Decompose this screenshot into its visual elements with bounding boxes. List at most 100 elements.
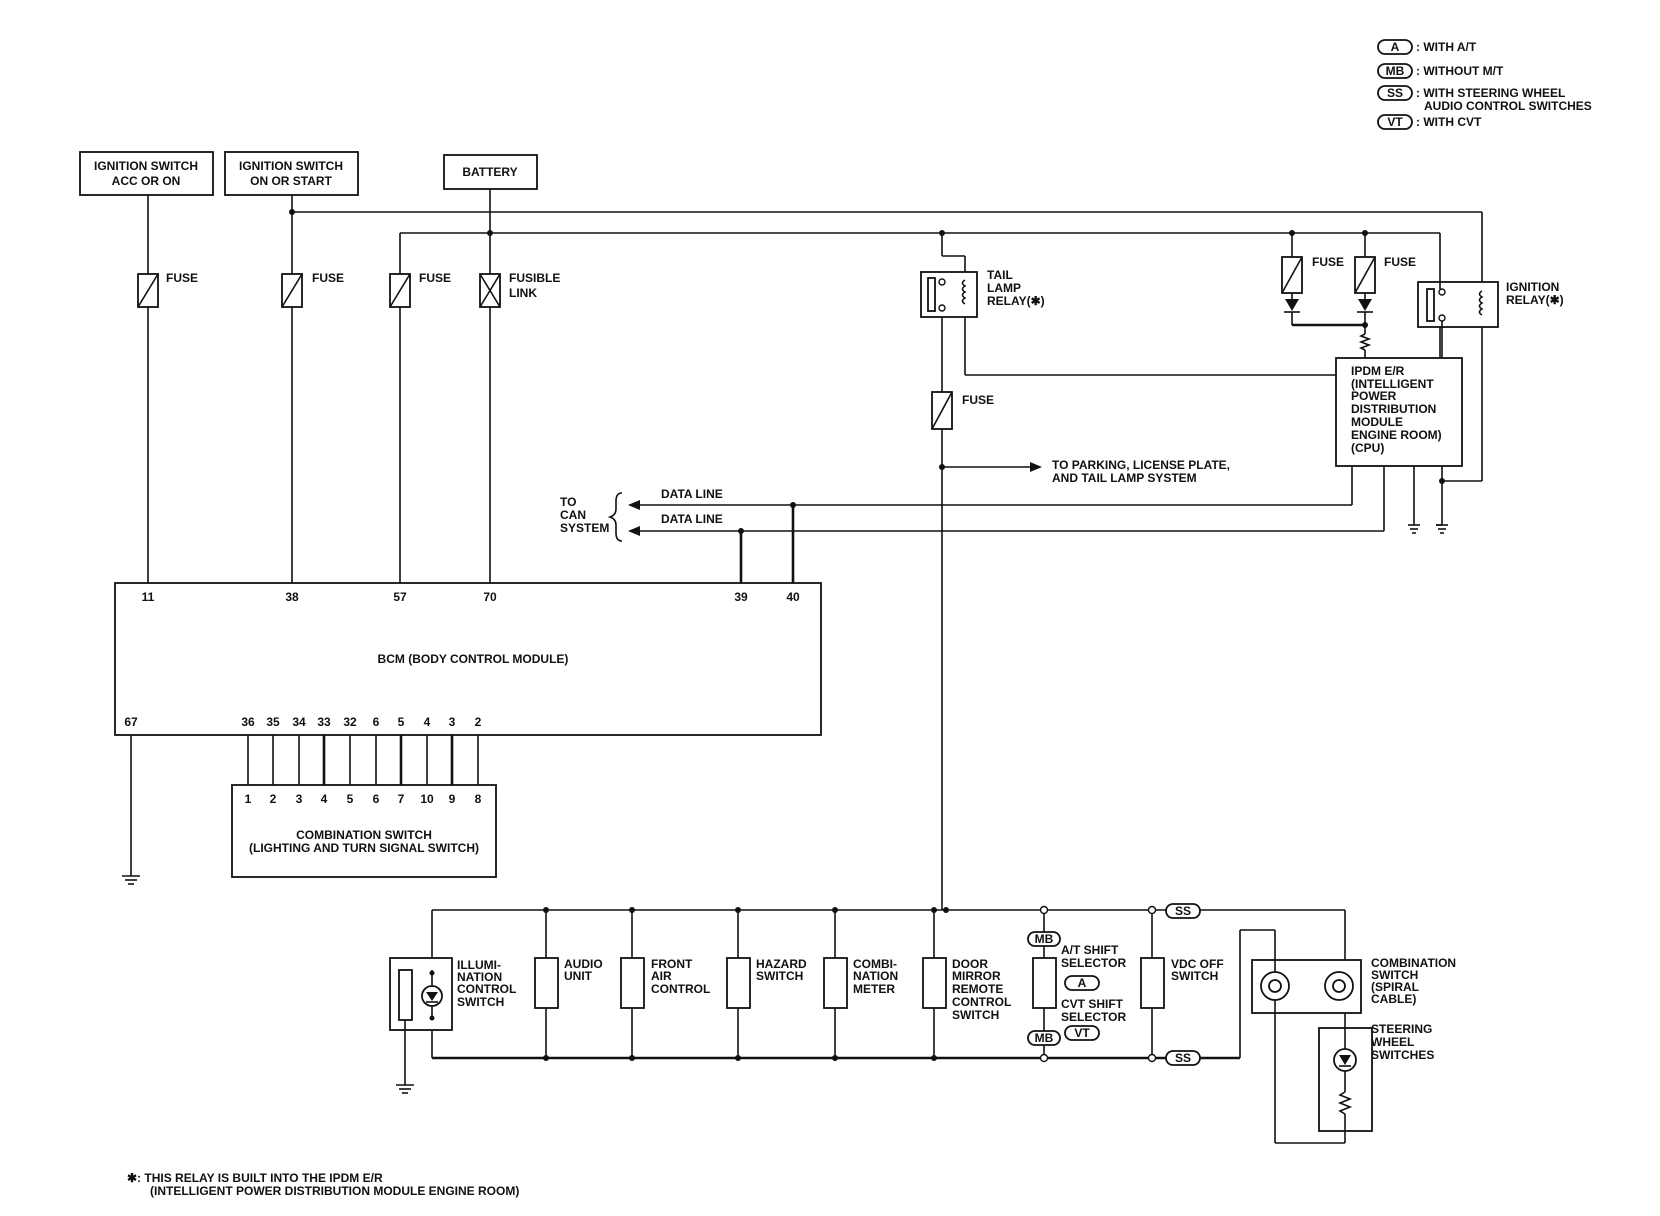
ign-on-label-1: IGNITION SWITCH: [239, 159, 343, 173]
door-mirror-label-1: MIRROR: [952, 969, 1001, 983]
spiral-label-2: (SPIRAL: [1371, 980, 1419, 994]
legend-a-code: A: [1391, 40, 1400, 54]
spiral-cable: COMBINATION SWITCH (SPIRAL CABLE) STEERI…: [1239, 910, 1456, 1144]
bcm-pin-6: 6: [373, 715, 380, 729]
ipdm-fuse-label-2: FUSE: [1384, 255, 1416, 269]
footnote-line-2: (INTELLIGENT POWER DISTRIBUTION MODULE E…: [150, 1184, 519, 1198]
ipdm: IPDM E/R (INTELLIGENT POWER DISTRIBUTION…: [1335, 327, 1463, 534]
door-mirror-label-2: REMOTE: [952, 982, 1003, 996]
ipdm-label-4: MODULE: [1351, 415, 1403, 429]
door-mirror-switch: DOOR MIRROR REMOTE CONTROL SWITCH: [922, 910, 1011, 1058]
cs-pin-4: 4: [321, 792, 328, 806]
ipdm-fuses: FUSE FUSE: [1281, 233, 1416, 358]
tail-relay-label-1: TAIL: [987, 268, 1013, 282]
bcm-pin-32: 32: [343, 715, 357, 729]
vdc-label-1: SWITCH: [1171, 969, 1218, 983]
illum-label-2: CONTROL: [457, 982, 516, 996]
bcm-pin-57: 57: [393, 590, 407, 604]
cs-pin-10: 10: [420, 792, 434, 806]
fuse-label-11: FUSE: [166, 271, 198, 285]
ign-on-label-2: ON OR START: [250, 174, 332, 188]
shift-mb-code-bottom: MB: [1035, 1031, 1054, 1045]
ignition-relay: IGNITION RELAY(✱): [1417, 270, 1564, 534]
shift-at-label-2: SELECTOR: [1061, 956, 1126, 970]
steering-label-0: STEERING: [1371, 1022, 1432, 1036]
spiral-label-1: SWITCH: [1371, 968, 1418, 982]
can-label-3: SYSTEM: [560, 521, 609, 535]
front-air-control: FRONT AIR CONTROL: [620, 910, 710, 1058]
ipdm-label-3: DISTRIBUTION: [1351, 402, 1436, 416]
tail-fuse-label: FUSE: [962, 393, 994, 407]
legend: A : WITH A/T MB : WITHOUT M/T SS : WITH …: [1377, 39, 1592, 130]
ign-relay-label-2: RELAY(✱): [1506, 293, 1564, 307]
bcm-pin-40: 40: [786, 590, 800, 604]
legend-mb-text: : WITHOUT M/T: [1416, 64, 1504, 78]
tail-relay-label-2: LAMP: [987, 281, 1021, 295]
tail-lamp-relay: TAIL LAMP RELAY(✱) FUSE TO PARKING, LICE…: [920, 233, 1336, 910]
combination-switch: 1 2 3 4 5 6 7 10 9 8 COMBINATION SWITCH …: [231, 784, 497, 878]
bcm-fuses: FUSE FUSE FUSE FUSIBLE LINK: [137, 195, 560, 583]
shift-selector: MB MB A/T SHIFT SELECTOR A CVT SHIFT SEL…: [1027, 914, 1126, 1054]
fuse-label-57: FUSE: [419, 271, 451, 285]
bcm-title: BCM (BODY CONTROL MODULE): [378, 652, 569, 666]
front-air-label-0: FRONT: [651, 957, 693, 971]
shift-cvt-label-1: CVT SHIFT: [1061, 997, 1124, 1011]
legend-vt-code: VT: [1387, 115, 1403, 129]
ipdm-label-6: (CPU): [1351, 441, 1384, 455]
legend-a-text: : WITH A/T: [1416, 40, 1477, 54]
door-mirror-label-4: SWITCH: [952, 1008, 999, 1022]
spiral-label-0: COMBINATION: [1371, 956, 1456, 970]
bcm-pin-67: 67: [124, 715, 138, 729]
audio-label-0: AUDIO: [564, 957, 603, 971]
tail-relay-label-3: RELAY(✱): [987, 294, 1045, 308]
bcm-pin-2: 2: [475, 715, 482, 729]
shift-vt-code: VT: [1074, 1026, 1090, 1040]
ign-acc-label-2: ACC OR ON: [112, 174, 181, 188]
cs-pin-7: 7: [398, 792, 405, 806]
combination-meter: COMBI- NATION METER: [823, 910, 898, 1058]
ipdm-fuse-label-1: FUSE: [1312, 255, 1344, 269]
hazard-switch: HAZARD SWITCH: [726, 910, 807, 1058]
data-line-label-2: DATA LINE: [661, 512, 723, 526]
ipdm-label-5: ENGINE ROOM): [1351, 428, 1442, 442]
hazard-label-0: HAZARD: [756, 957, 807, 971]
battery-label: BATTERY: [462, 165, 517, 179]
to-parking-label-1: TO PARKING, LICENSE PLATE,: [1052, 458, 1230, 472]
cs-pin-8: 8: [475, 792, 482, 806]
ign-relay-label-1: IGNITION: [1506, 280, 1559, 294]
door-mirror-label-0: DOOR: [952, 957, 988, 971]
legend-vt-text: : WITH CVT: [1416, 115, 1482, 129]
bcm-pin-36: 36: [241, 715, 255, 729]
spiral-label-3: CABLE): [1371, 992, 1416, 1006]
shift-at-label-1: A/T SHIFT: [1061, 943, 1119, 957]
combo-switch-wires: [247, 735, 479, 785]
bcm-pin-11: 11: [142, 590, 155, 604]
illum-control-switch: ILLUMI- NATION CONTROL SWITCH: [389, 957, 516, 1094]
power-sources: IGNITION SWITCH ACC OR ON IGNITION SWITC…: [79, 151, 538, 196]
bcm-pin-33: 33: [317, 715, 331, 729]
fusible-link-label-1: FUSIBLE: [509, 271, 560, 285]
ign-acc-label-1: IGNITION SWITCH: [94, 159, 198, 173]
steering-label-2: SWITCHES: [1371, 1048, 1434, 1062]
power-buses: [289, 189, 1483, 484]
illum-label-3: SWITCH: [457, 995, 504, 1009]
illum-label-0: ILLUMI-: [457, 958, 501, 972]
bcm-pin-5: 5: [398, 715, 405, 729]
cs-pin-9: 9: [449, 792, 456, 806]
legend-ss-text1: : WITH STEERING WHEEL: [1416, 86, 1565, 100]
footnote: ✱: THIS RELAY IS BUILT INTO THE IPDM E/R…: [127, 1171, 519, 1198]
to-parking-label-2: AND TAIL LAMP SYSTEM: [1052, 471, 1197, 485]
bcm-ground: [122, 735, 140, 885]
bcm-pin-35: 35: [266, 715, 280, 729]
ipdm-label-1: (INTELLIGENT: [1351, 377, 1434, 391]
can-label-1: TO: [560, 495, 576, 509]
shift-cvt-label-2: SELECTOR: [1061, 1010, 1126, 1024]
shift-mb-code-top: MB: [1035, 932, 1054, 946]
legend-ss-code: SS: [1387, 86, 1403, 100]
audio-unit: AUDIO UNIT: [534, 910, 603, 1058]
ipdm-label-0: IPDM E/R: [1351, 364, 1405, 378]
bcm-pin-38: 38: [285, 590, 299, 604]
shift-a-code: A: [1078, 976, 1087, 990]
legend-ss-text2: AUDIO CONTROL SWITCHES: [1424, 99, 1592, 113]
